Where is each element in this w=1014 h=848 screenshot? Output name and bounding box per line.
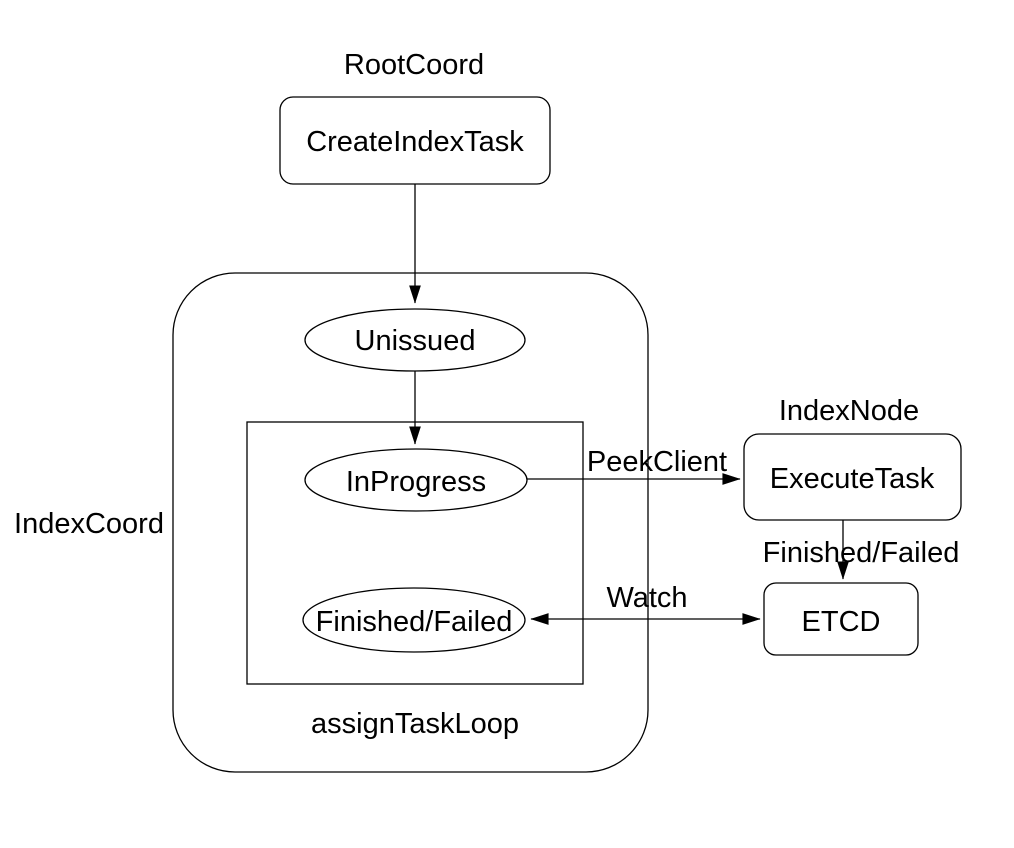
index-node-label: IndexNode (779, 395, 919, 427)
etcd-label: ETCD (802, 606, 881, 638)
etcd-box (763, 582, 919, 656)
etcd-node: ETCD (763, 582, 919, 656)
finished-failed-state-node: Finished/Failed (302, 587, 526, 653)
unissued-label: Unissued (355, 325, 476, 357)
create-index-task-label: CreateIndexTask (306, 126, 524, 158)
in-progress-state-node: InProgress (304, 448, 528, 512)
peek-client-edge-label: PeekClient (587, 446, 727, 478)
root-coord-label: RootCoord (344, 49, 484, 81)
watch-edge-label: Watch (606, 582, 687, 614)
unissued-ellipse (304, 308, 526, 372)
execute-task-label: ExecuteTask (770, 463, 935, 495)
execute-task-node: ExecuteTask (743, 433, 962, 521)
in-progress-ellipse (304, 448, 528, 512)
in-progress-label: InProgress (346, 466, 486, 498)
create-index-task-box (279, 96, 551, 185)
finished-failed-edge-label: Finished/Failed (763, 537, 960, 569)
finished-failed-label: Finished/Failed (316, 606, 513, 638)
finished-failed-ellipse (302, 587, 526, 653)
assign-task-loop-label: assignTaskLoop (311, 708, 519, 740)
index-coord-label: IndexCoord (14, 508, 164, 540)
unissued-state-node: Unissued (304, 308, 526, 372)
execute-task-box (743, 433, 962, 521)
create-index-task-node: CreateIndexTask (279, 96, 551, 185)
